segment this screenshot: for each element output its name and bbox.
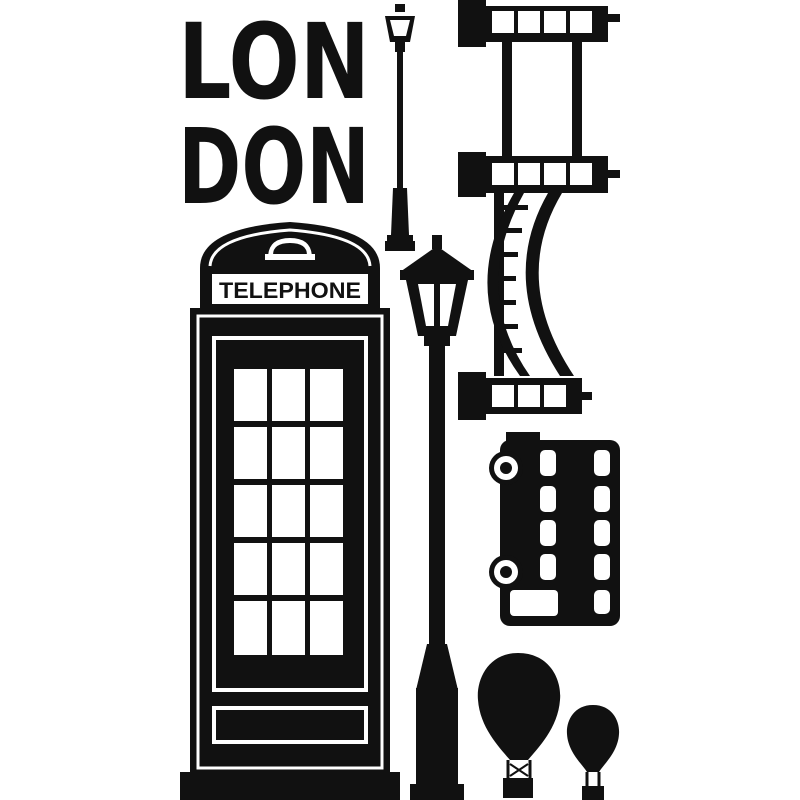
crown-icon <box>265 238 315 260</box>
title-line-1: LON <box>178 1 370 123</box>
hot-air-balloon-large-icon <box>477 653 561 798</box>
london-title: LON DON <box>178 1 370 228</box>
booth-window <box>234 369 343 655</box>
telephone-booth: TELEPHONE <box>180 222 400 800</box>
small-street-lamp-icon <box>385 4 415 251</box>
tower-bridge-icon <box>458 0 620 420</box>
hot-air-balloon-small-icon <box>566 705 620 800</box>
telephone-sign: TELEPHONE <box>219 278 361 303</box>
bus-wheel-icon <box>489 451 523 485</box>
telephone-sign-panel <box>212 274 368 304</box>
bus-wheel-icon <box>489 555 523 589</box>
double-decker-bus-icon <box>489 432 620 626</box>
title-line-2: DON <box>178 106 370 228</box>
booth-base <box>180 772 400 800</box>
tall-street-lamp-icon <box>400 235 474 800</box>
